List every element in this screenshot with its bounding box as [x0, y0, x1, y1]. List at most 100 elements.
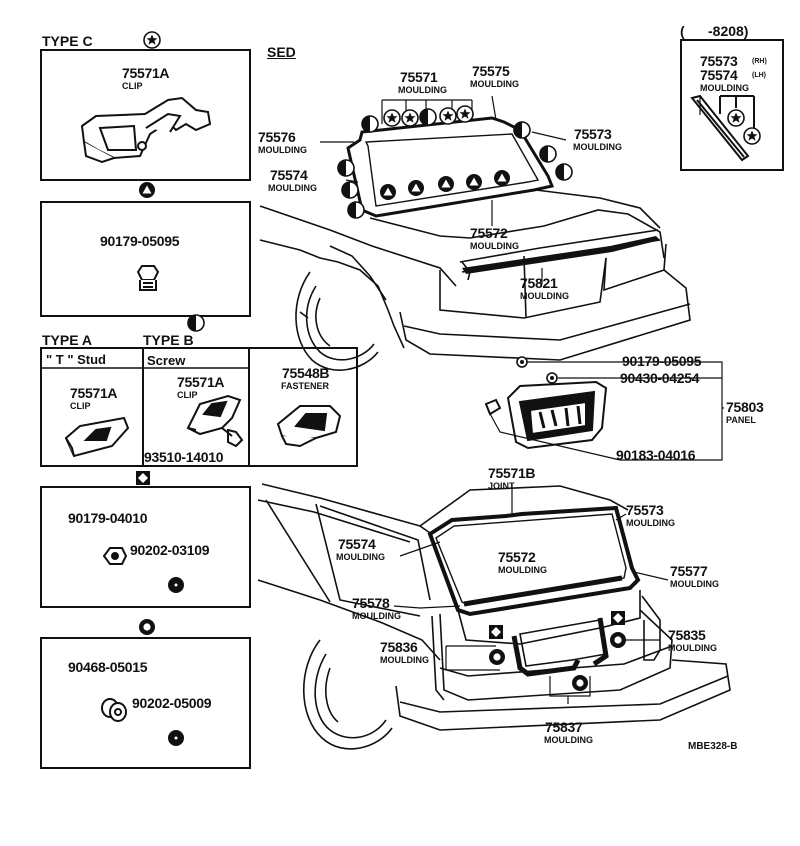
- part-number: 75573: [626, 502, 664, 518]
- nut-90179-05095-drawing: [136, 265, 160, 291]
- moulding-strip-drawing: [690, 94, 755, 162]
- part-number: 75571B: [488, 465, 536, 481]
- part-name: PANEL: [726, 415, 756, 425]
- figure-code: MBE328-B: [688, 741, 738, 752]
- sedan-drawing: [259, 116, 691, 371]
- part-number: 75571A: [122, 65, 170, 81]
- triangle-icon: [380, 184, 396, 200]
- side-label: (RH): [752, 58, 767, 65]
- type-c-fastener-box: [40, 201, 251, 317]
- part-name: CLIP: [70, 401, 91, 411]
- part-name: FASTENER: [281, 381, 330, 391]
- ring-icon: [610, 632, 626, 648]
- part-number: 75571A: [70, 385, 118, 401]
- clip-90202-05009-drawing: [168, 730, 184, 746]
- part-number: 75548B: [282, 365, 330, 381]
- part-name: MOULDING: [398, 85, 447, 95]
- part-name: CLIP: [122, 81, 143, 91]
- part-name: MOULDING: [380, 655, 429, 665]
- half-circle-icon: [347, 201, 365, 219]
- part-name: CLIP: [177, 390, 198, 400]
- half-circle-icon: [361, 115, 379, 133]
- part-name: MOULDING: [668, 643, 717, 653]
- t-stud-header: " T " Stud: [46, 352, 106, 367]
- clip-75571a-type-b: [186, 394, 244, 448]
- triangle-icon: [466, 174, 482, 190]
- half-circle-icon: [341, 181, 359, 199]
- half-circle-icon: [187, 314, 205, 332]
- triangle-icon: [494, 170, 510, 186]
- star-icon: [383, 109, 401, 127]
- part-name: MOULDING: [470, 241, 519, 251]
- triangle-icon: [438, 176, 454, 192]
- type-c-header: TYPE C: [42, 33, 93, 49]
- part-number: 75835: [668, 627, 706, 643]
- part-name: MOULDING: [544, 735, 593, 745]
- part-number: 75576: [258, 129, 296, 145]
- part-number: 75837: [545, 719, 583, 735]
- part-name: JOINT: [488, 481, 515, 491]
- part-number: 75821: [520, 275, 558, 291]
- leader-lines: [320, 95, 724, 704]
- diamond-icon: [611, 611, 625, 625]
- star-icon: [727, 109, 745, 127]
- type-c-box: [40, 49, 251, 181]
- type-b-header: TYPE B: [143, 332, 194, 348]
- part-number: 90183-04016: [616, 447, 696, 463]
- part-name: MOULDING: [700, 83, 749, 93]
- star-icon: [439, 107, 457, 125]
- half-circle-icon: [539, 145, 557, 163]
- part-number: 75575: [472, 63, 510, 79]
- sedan-header: SED: [267, 44, 296, 60]
- part-number: 90179-04010: [68, 510, 148, 526]
- part-number: 75572: [498, 549, 536, 565]
- star-icon: [743, 127, 761, 145]
- part-name: MOULDING: [573, 142, 622, 152]
- part-name: MOULDING: [670, 579, 719, 589]
- type-a-header: TYPE A: [42, 332, 93, 348]
- side-label: (LH): [752, 72, 766, 79]
- diamond-icon: [136, 471, 150, 485]
- part-name: MOULDING: [268, 183, 317, 193]
- part-number: 90202-05009: [132, 695, 212, 711]
- part-number: 93510-14010: [144, 449, 224, 465]
- part-number: 75573: [700, 53, 738, 69]
- part-number: 90179-05095: [100, 233, 180, 249]
- part-number: 75577: [670, 563, 708, 579]
- star-icon: [401, 109, 419, 127]
- half-circle-icon: [419, 108, 437, 126]
- part-number: 75571A: [177, 374, 225, 390]
- star-icon: [143, 31, 161, 49]
- half-circle-icon: [555, 163, 573, 181]
- part-number: 75836: [380, 639, 418, 655]
- moulding-75572-wagon-drawing: [463, 575, 623, 607]
- part-number: 75571: [400, 69, 438, 85]
- part-number: 75574: [270, 167, 308, 183]
- clip-75571a-type-a: [64, 416, 130, 458]
- clip-90202-03109-drawing: [168, 577, 184, 593]
- part-number: 75574: [338, 536, 376, 552]
- part-number: 90179-05095: [622, 353, 702, 369]
- part-name: MOULDING: [498, 565, 547, 575]
- diamond-box: [40, 486, 251, 608]
- part-number: 75572: [470, 225, 508, 241]
- part-name: MOULDING: [520, 291, 569, 301]
- part-number: 75573: [574, 126, 612, 142]
- part-name: MOULDING: [626, 518, 675, 528]
- part-name: MOULDING: [352, 611, 401, 621]
- part-number: 75803: [726, 399, 764, 415]
- nut-icon: [516, 356, 528, 368]
- ring-icon: [489, 649, 505, 665]
- part-name: MOULDING: [258, 145, 307, 155]
- date-range: ( -8208): [680, 23, 749, 39]
- part-number: 75578: [352, 595, 390, 611]
- part-number: 90202-03109: [130, 542, 210, 558]
- part-number: 75574: [700, 67, 738, 83]
- moulding-75837-drawing: [511, 635, 581, 677]
- ring-icon: [572, 675, 588, 691]
- early-box: [680, 39, 784, 171]
- diamond-icon: [489, 625, 503, 639]
- triangle-icon: [408, 180, 424, 196]
- half-circle-icon: [513, 121, 531, 139]
